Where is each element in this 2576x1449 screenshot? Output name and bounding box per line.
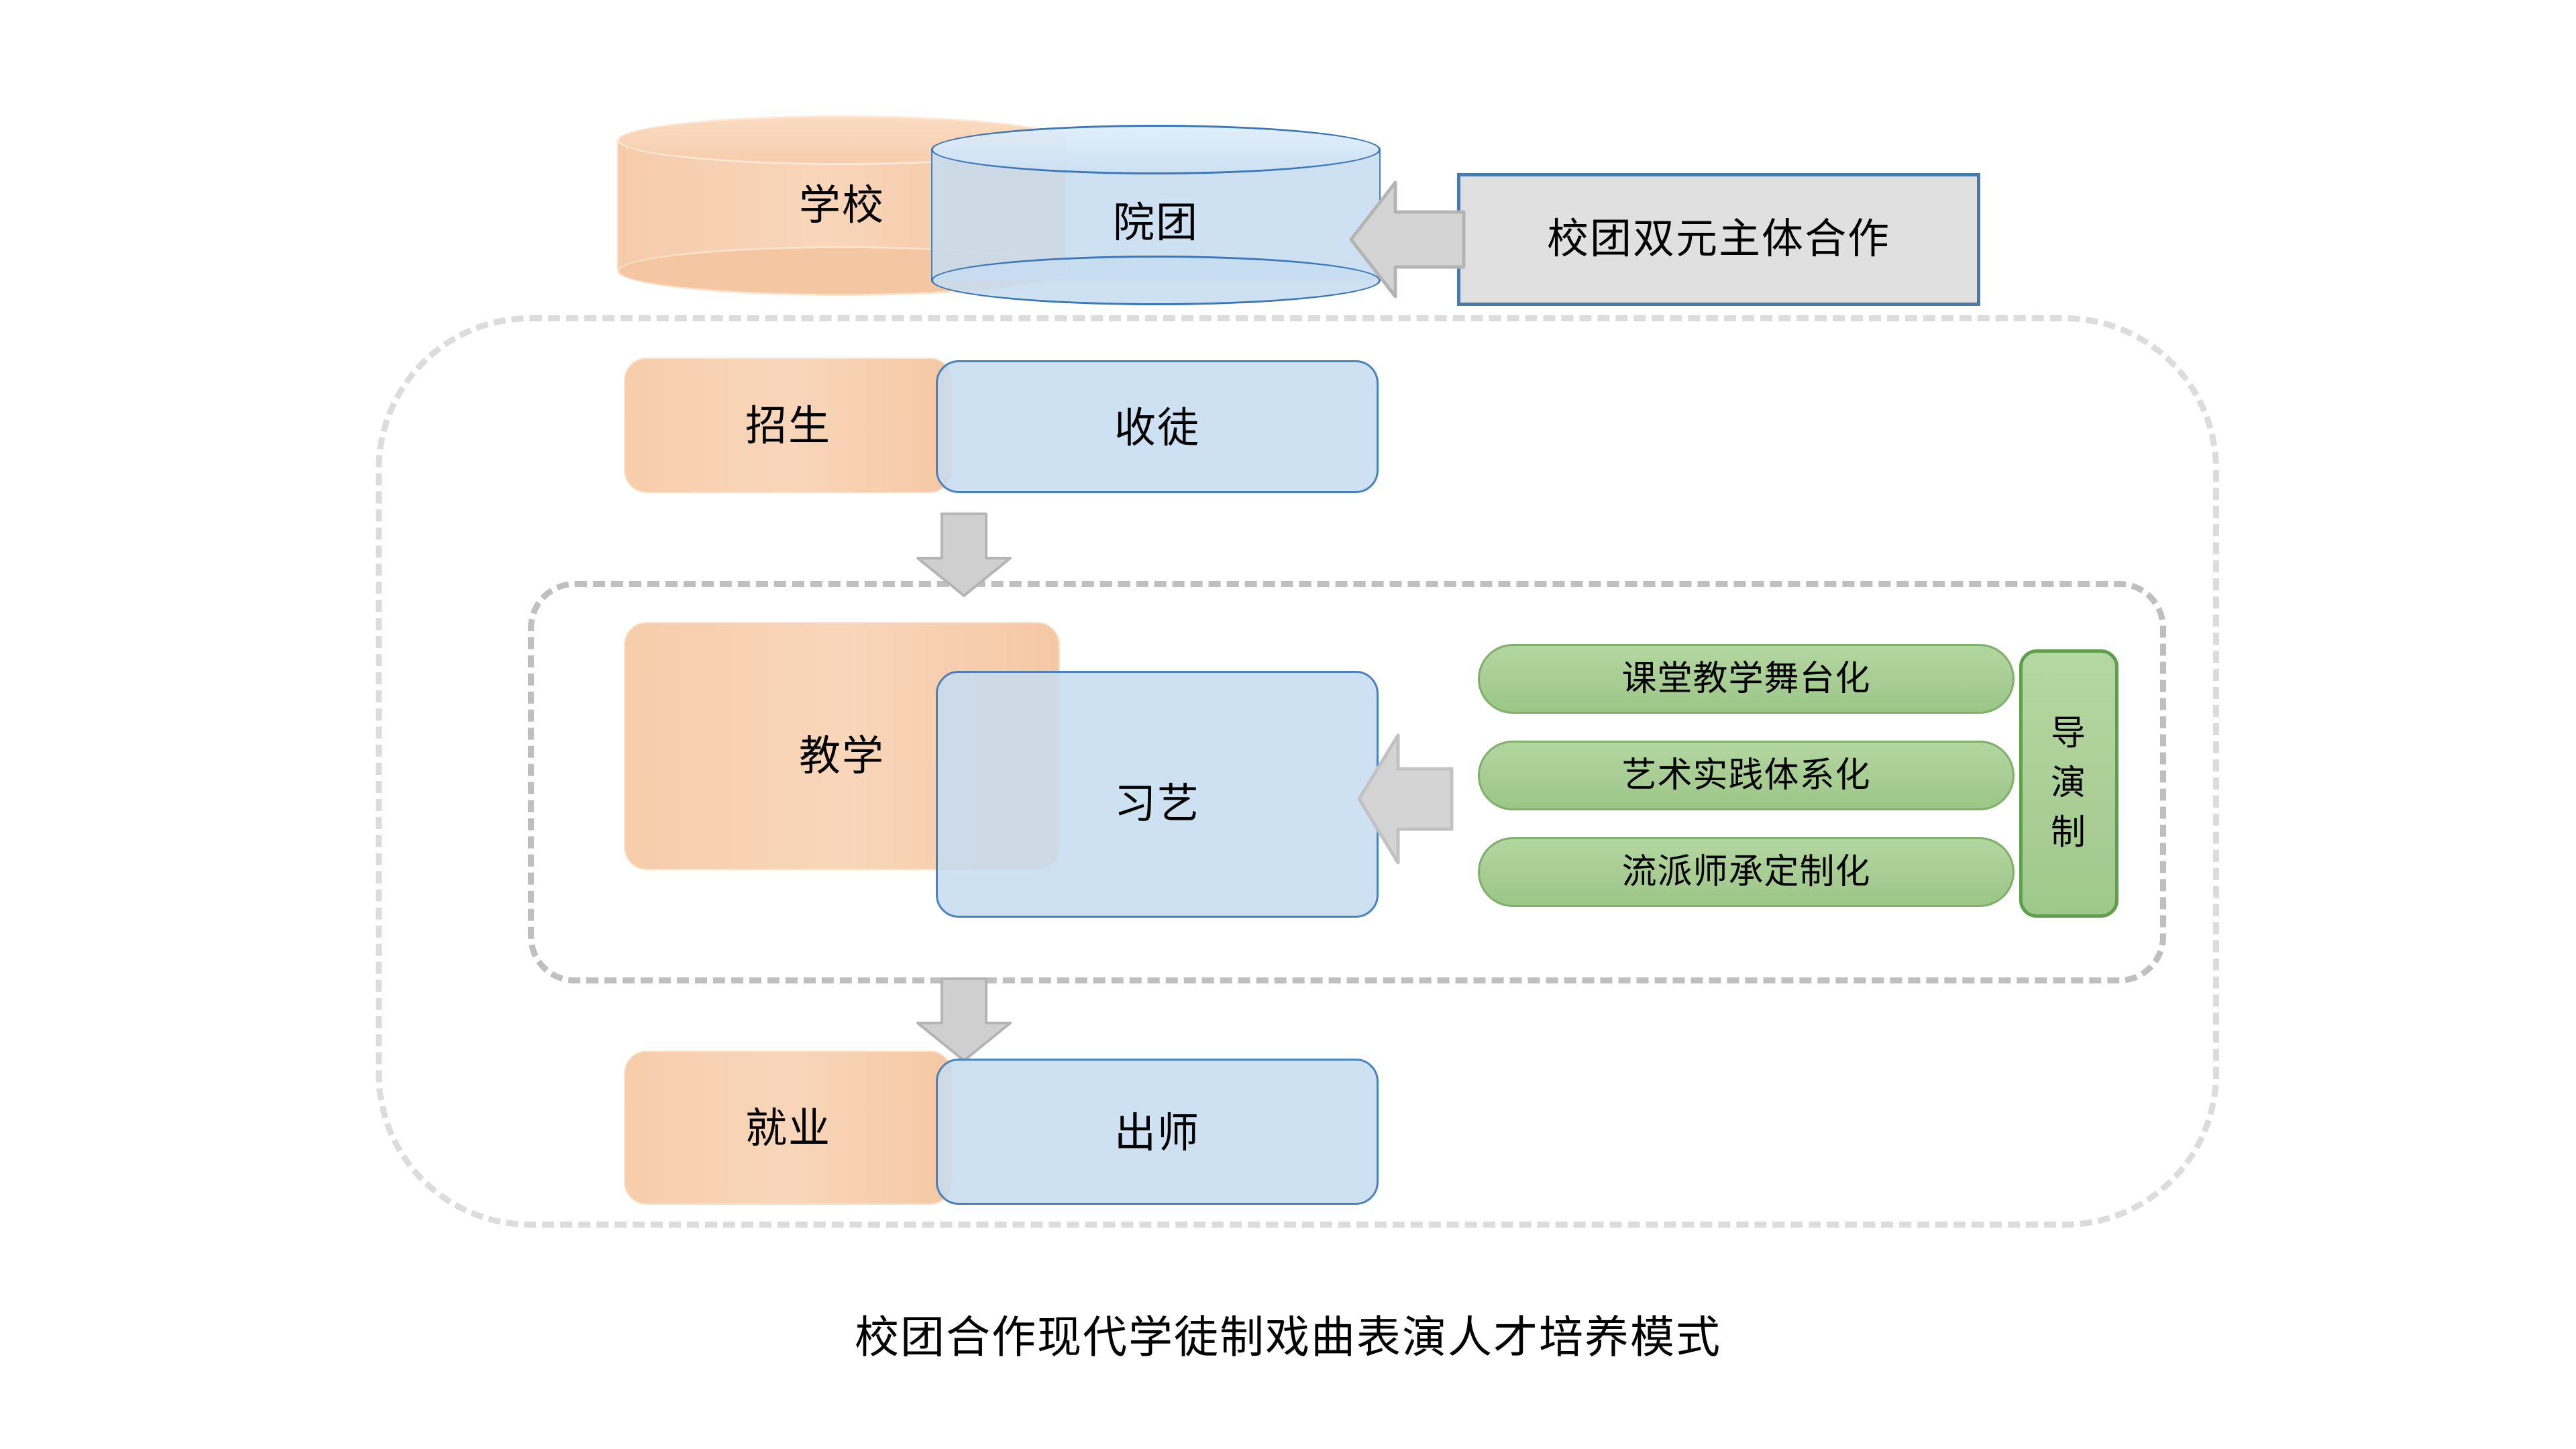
stage-recruit-school-box[interactable]: 招生 xyxy=(624,358,953,493)
director-system-label: 导 演 制 xyxy=(2023,709,2115,857)
left-arrow-to-learning-icon xyxy=(1356,730,1454,868)
stage-employ-school-label: 就业 xyxy=(745,1106,831,1152)
stage-employ-school-box[interactable]: 就业 xyxy=(624,1051,953,1205)
cylinder-troupe-label: 院团 xyxy=(1112,200,1199,246)
stage-employ-troupe-label: 出师 xyxy=(1114,1110,1200,1157)
director-system-char-3: 制 xyxy=(2050,812,2087,852)
method-pill-1-label: 课堂教学舞台化 xyxy=(1621,659,1871,698)
down-arrow-teaching-to-employ-icon xyxy=(914,976,1014,1063)
inner-dashed-teaching-frame xyxy=(528,581,2166,983)
cylinder-troupe[interactable]: 院团 xyxy=(931,125,1381,305)
director-system-char-1: 导 xyxy=(2050,714,2087,753)
stage-recruit-school-label: 招生 xyxy=(745,403,831,449)
down-arrow-recruit-to-teaching-icon xyxy=(914,511,1014,598)
director-system-box[interactable]: 导 演 制 xyxy=(2019,649,2118,918)
method-pill-2-label: 艺术实践体系化 xyxy=(1621,756,1871,795)
cylinder-school-label: 学校 xyxy=(798,182,885,229)
stage-teaching-school-label: 教学 xyxy=(798,733,885,780)
method-pill-3-label: 流派师承定制化 xyxy=(1621,853,1871,892)
callout-box-label: 校团双元主体合作 xyxy=(1546,216,1890,262)
diagram-caption: 校团合作现代学徒制戏曲表演人才培养模式 xyxy=(855,1312,1721,1362)
method-pill-2[interactable]: 艺术实践体系化 xyxy=(1478,741,2015,810)
callout-box-cooperation[interactable]: 校团双元主体合作 xyxy=(1457,173,1980,306)
method-pill-3[interactable]: 流派师承定制化 xyxy=(1478,837,2015,907)
stage-teaching-troupe-label: 习艺 xyxy=(1114,781,1200,827)
method-pill-1[interactable]: 课堂教学舞台化 xyxy=(1478,644,2015,714)
stage-recruit-troupe-box[interactable]: 收徒 xyxy=(936,360,1379,493)
director-system-char-2: 演 xyxy=(2050,763,2087,803)
left-arrow-to-troupe-icon xyxy=(1348,176,1466,303)
cylinder-troupe-top-ellipse xyxy=(931,125,1381,174)
stage-employ-troupe-box[interactable]: 出师 xyxy=(936,1059,1379,1205)
outer-dashed-group-frame xyxy=(376,315,2219,1228)
cylinder-troupe-bottom-ellipse xyxy=(931,256,1381,305)
stage-teaching-troupe-box[interactable]: 习艺 xyxy=(936,671,1379,918)
stage-recruit-troupe-label: 收徒 xyxy=(1114,405,1200,451)
